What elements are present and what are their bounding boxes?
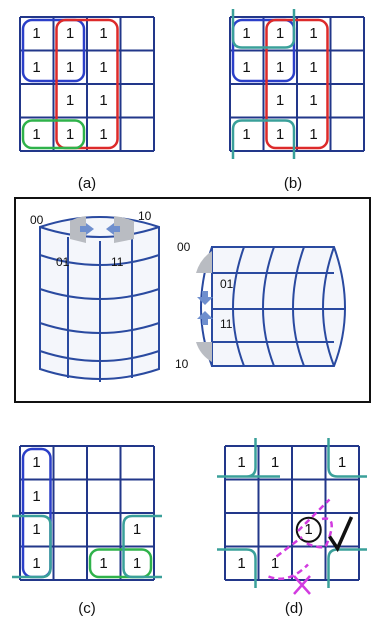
label-c: (c) xyxy=(67,600,107,617)
cylinder-illustration: 00 10 01 11 00 01 11 10 xyxy=(14,197,371,403)
vertical-cylinder xyxy=(40,216,159,382)
cell-one: 1 xyxy=(54,118,87,151)
hcyl-label-top: 00 xyxy=(177,240,190,254)
cell-one: 1 xyxy=(54,51,87,84)
cell-one: 1 xyxy=(264,84,297,117)
cell-one: 1 xyxy=(264,118,297,151)
vcyl-label-front-right: 11 xyxy=(111,255,123,269)
cell-one: 1 xyxy=(259,446,292,479)
cell-one: 1 xyxy=(230,51,263,84)
label-d: (d) xyxy=(274,600,314,617)
reject-mark-icon xyxy=(294,576,310,594)
cell-one: 1 xyxy=(264,51,297,84)
cell-one: 1 xyxy=(20,513,53,546)
cell-one: 1 xyxy=(20,547,53,580)
cell-one: 1 xyxy=(292,513,325,546)
label-b: (b) xyxy=(273,175,313,192)
hcyl-label-mid2: 11 xyxy=(220,317,232,331)
cell-one: 1 xyxy=(297,84,330,117)
cell-one: 1 xyxy=(297,118,330,151)
cell-one: 1 xyxy=(264,17,297,50)
horizontal-cylinder xyxy=(196,247,346,366)
label-a: (a) xyxy=(67,175,107,192)
cell-one: 1 xyxy=(54,17,87,50)
hcyl-label-mid1: 01 xyxy=(220,277,233,291)
cell-one: 1 xyxy=(225,547,258,580)
cell-one: 1 xyxy=(20,446,53,479)
cell-one: 1 xyxy=(121,547,154,580)
cell-one: 1 xyxy=(230,17,263,50)
check-mark-icon xyxy=(330,517,352,549)
cell-one: 1 xyxy=(20,51,53,84)
cell-one: 1 xyxy=(20,118,53,151)
cell-one: 1 xyxy=(20,480,53,513)
cell-one: 1 xyxy=(297,51,330,84)
cell-one: 1 xyxy=(54,84,87,117)
merge-arrows-vertical xyxy=(197,291,213,325)
cell-one: 1 xyxy=(87,84,120,117)
cell-one: 1 xyxy=(87,118,120,151)
vcyl-label-front-left: 01 xyxy=(56,255,69,269)
cell-one: 1 xyxy=(87,17,120,50)
vcyl-label-top-right: 10 xyxy=(138,209,151,223)
cell-one: 1 xyxy=(20,17,53,50)
cell-one: 1 xyxy=(225,446,258,479)
cell-one: 1 xyxy=(230,118,263,151)
cell-one: 1 xyxy=(259,547,292,580)
cell-one: 1 xyxy=(297,17,330,50)
vcyl-label-top-left: 00 xyxy=(30,213,43,227)
hcyl-label-bottom: 10 xyxy=(175,357,188,371)
cell-one: 1 xyxy=(87,547,120,580)
cell-one: 1 xyxy=(87,51,120,84)
cell-one: 1 xyxy=(121,513,154,546)
cylinder-drawing xyxy=(16,199,368,400)
cell-one: 1 xyxy=(326,446,359,479)
